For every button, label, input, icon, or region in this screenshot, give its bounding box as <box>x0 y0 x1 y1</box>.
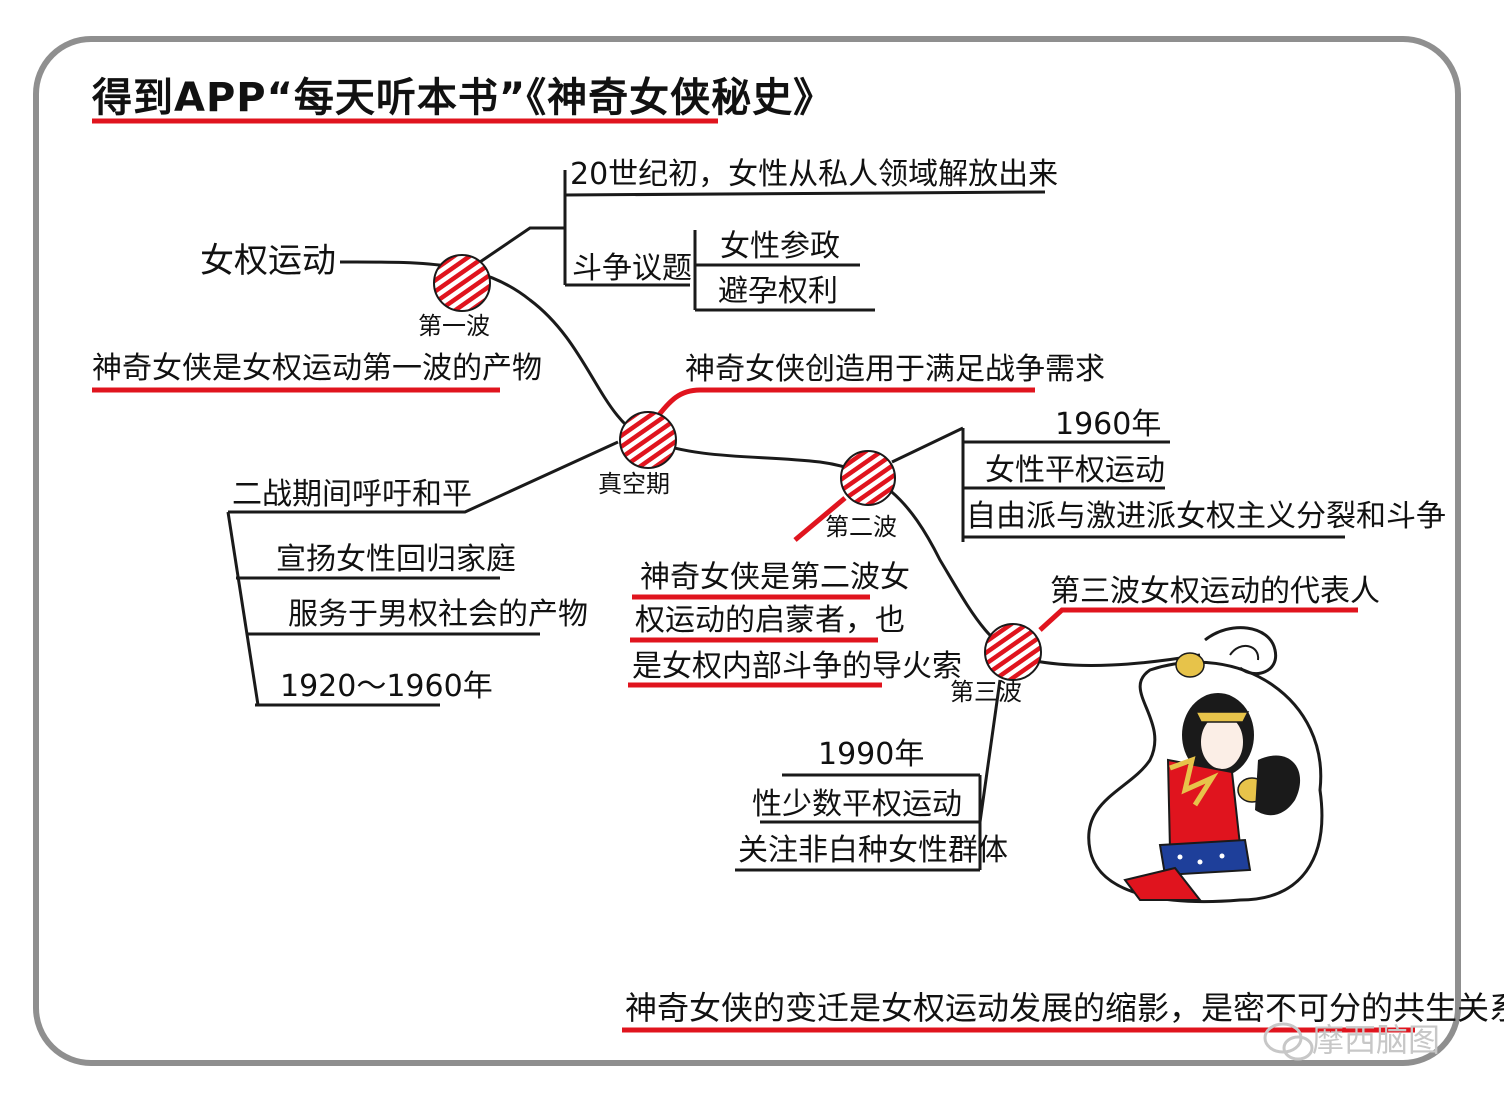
wave2-item: 女性平权运动 <box>985 453 1165 488</box>
wave3-item: 性少数平权运动 <box>752 787 962 822</box>
wave2-note-line: 是女权内部斗争的导火索 <box>632 649 962 684</box>
wave3-top-branch: 第三波女权运动的代表人 <box>1050 574 1380 609</box>
wave1-issue-item: 避孕权利 <box>718 274 838 309</box>
wave2-note-line: 神奇女侠是第二波女 <box>640 560 910 595</box>
wave1-issue-label: 斗争议题 <box>572 251 692 286</box>
node-vacuum <box>619 411 677 469</box>
node-label-wave1: 第一波 <box>418 312 490 340</box>
wave1-issue-item: 女性参政 <box>720 229 840 264</box>
wave3-year: 1990年 <box>818 737 925 772</box>
wave3-item: 关注非白种女性群体 <box>738 833 1008 868</box>
wave2-note-line: 权运动的启蒙者，也 <box>635 603 905 638</box>
vacuum-left-item: 服务于男权社会的产物 <box>288 597 588 632</box>
wave1-note: 神奇女侠是女权运动第一波的产物 <box>92 351 542 386</box>
node-label-wave3: 第三波 <box>950 678 1022 706</box>
node-label-wave2: 第二波 <box>825 513 897 541</box>
node-wave2 <box>840 450 896 506</box>
conclusion-note: 神奇女侠的变迁是女权运动发展的缩影，是密不可分的共生关系 <box>625 989 1504 1027</box>
vacuum-top-branch: 神奇女侠创造用于满足战争需求 <box>685 352 1105 387</box>
wave2-year: 1960年 <box>1055 407 1162 442</box>
node-wave3 <box>984 623 1042 681</box>
wechat-icon <box>1263 1022 1314 1061</box>
wave2-item: 自由派与激进派女权主义分裂和斗争 <box>966 499 1446 534</box>
vacuum-left-item: 宣扬女性回归家庭 <box>276 542 516 577</box>
page-title: 得到APP“每天听本书”《神奇女侠秘史》 <box>92 75 835 121</box>
wave1-branch-liberation: 20世纪初，女性从私人领域解放出来 <box>570 157 1059 192</box>
vacuum-left-head: 二战期间呼吁和平 <box>232 477 472 512</box>
wonder-woman-illustration <box>1087 626 1324 903</box>
node-wave1 <box>433 254 491 312</box>
node-label-vacuum: 真空期 <box>598 470 670 498</box>
vacuum-left-item: 1920～1960年 <box>280 669 493 704</box>
watermark-text: 摩西脑图 <box>1312 1021 1441 1059</box>
center-topic: 女权运动 <box>200 241 336 281</box>
